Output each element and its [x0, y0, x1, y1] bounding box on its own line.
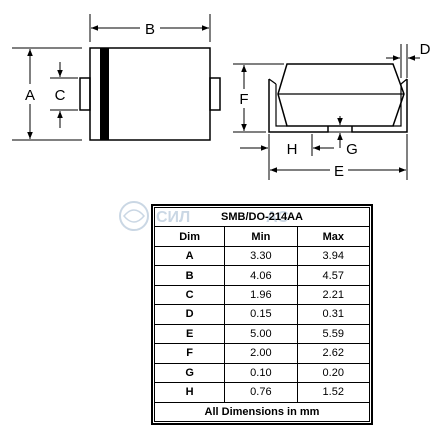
row-dim: E: [153, 323, 226, 345]
label-a: A: [25, 87, 35, 104]
row-min: 3.30: [224, 245, 298, 267]
row-max: 2.62: [296, 343, 371, 364]
table-header-row: Dim Min Max: [153, 226, 371, 247]
dimension-table-frame: SMB/DO-214AA Dim Min Max A 3.30 3.94 B 4…: [151, 204, 373, 425]
row-min: 4.06: [224, 265, 298, 286]
lead-frame-outer: [268, 79, 408, 133]
header-max: Max: [296, 226, 371, 247]
row-dim: G: [153, 362, 226, 384]
lead-frame-inner: [275, 84, 402, 127]
table-row: F 2.00 2.62: [153, 343, 371, 364]
header-dim: Dim: [153, 226, 226, 247]
table-row: G 0.10 0.20: [153, 362, 371, 384]
table-footer: All Dimensions in mm: [154, 401, 370, 423]
side-view-body: [277, 63, 405, 127]
row-min: 5.00: [224, 323, 298, 345]
label-g: G: [346, 141, 358, 158]
row-dim: A: [153, 245, 226, 267]
row-max: 3.94: [296, 245, 371, 267]
table-row: D 0.15 0.31: [153, 304, 371, 325]
dimension-table: SMB/DO-214AA Dim Min Max A 3.30 3.94 B 4…: [153, 206, 371, 423]
side-view: F D G H E: [233, 41, 431, 180]
label-b: B: [145, 21, 155, 38]
package-drawing: B A C F D: [12, 14, 431, 180]
row-min: 2.00: [224, 343, 298, 364]
row-max: 0.31: [296, 304, 371, 325]
watermark-circle-icon: [119, 201, 149, 231]
cathode-band: [100, 48, 109, 140]
table-row: H 0.76 1.52: [153, 382, 371, 403]
table-row: A 3.30 3.94: [153, 245, 371, 267]
label-d: D: [420, 41, 431, 58]
row-dim: B: [153, 265, 226, 286]
label-e: E: [334, 163, 344, 180]
right-lead-tab: [209, 77, 221, 111]
left-lead-tab: [79, 77, 91, 111]
row-dim: F: [153, 343, 226, 364]
header-min: Min: [224, 226, 298, 247]
table-row: B 4.06 4.57: [153, 265, 371, 286]
row-max: 4.57: [296, 265, 371, 286]
label-h: H: [287, 141, 298, 158]
row-max: 5.59: [296, 323, 371, 345]
row-min: 0.10: [224, 362, 298, 384]
label-f: F: [239, 91, 248, 108]
label-c: C: [55, 87, 66, 104]
table-row: E 5.00 5.59: [153, 323, 371, 345]
table-title: SMB/DO-214AA: [154, 206, 370, 228]
row-min: 0.76: [224, 382, 298, 403]
row-dim: H: [153, 382, 226, 403]
row-max: 1.52: [296, 382, 371, 403]
table-row: C 1.96 2.21: [153, 284, 371, 306]
row-min: 0.15: [224, 304, 298, 325]
row-max: 0.20: [296, 362, 371, 384]
row-dim: D: [153, 304, 226, 325]
row-max: 2.21: [296, 284, 371, 306]
row-min: 1.96: [224, 284, 298, 306]
row-dim: C: [153, 284, 226, 306]
top-view: B A C: [12, 14, 221, 141]
